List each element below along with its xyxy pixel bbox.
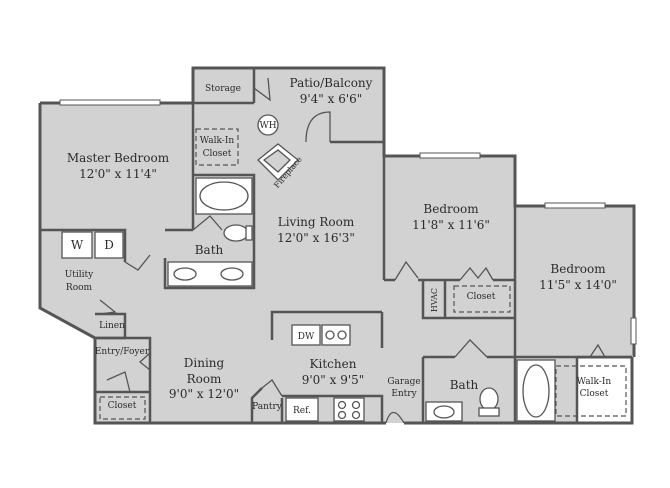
- hvac-label: HVAC: [430, 288, 439, 312]
- fixtures: [61, 114, 556, 422]
- dining-name: Dining: [184, 356, 225, 370]
- utility-room-line1: Utility: [65, 270, 94, 280]
- bedroom-2-dim: 11'8" x 11'6": [412, 218, 490, 232]
- water-heater-label: WH: [259, 121, 276, 131]
- master-bath-label: Bath: [195, 243, 224, 257]
- dishwasher-label: DW: [298, 332, 315, 342]
- dryer-label: D: [104, 238, 114, 252]
- master-bedroom-name: Master Bedroom: [67, 151, 170, 165]
- sink-icon: [321, 324, 351, 346]
- entry-foyer-label: Entry/Foyer: [95, 347, 150, 357]
- washer-icon: [61, 231, 93, 259]
- storage-label: Storage: [205, 84, 241, 94]
- dining-dim: 9'0" x 12'0": [169, 387, 239, 401]
- closet-dashes: [99, 128, 627, 420]
- walkin-closet-1-line2: Closet: [203, 149, 232, 159]
- bedroom-3-name: Bedroom: [550, 262, 606, 276]
- closet-2-label: Closet: [467, 292, 496, 302]
- bedroom-2-name: Bedroom: [423, 202, 479, 216]
- dryer-icon: [94, 231, 124, 259]
- walkin-closet-2-line2: Closet: [580, 389, 609, 399]
- refrigerator-icon: [285, 397, 319, 422]
- garage-entry-line1: Garage: [387, 377, 420, 387]
- bath-2-label: Bath: [450, 378, 479, 392]
- windows: [59, 99, 637, 345]
- door-swings: [99, 77, 606, 424]
- dining-name-line2: Room: [187, 372, 222, 386]
- garage-entry-line2: Entry: [391, 389, 417, 399]
- living-room-dim: 12'0" x 16'3": [277, 231, 355, 245]
- bedroom-3-dim: 11'5" x 14'0": [539, 278, 617, 292]
- patio-dim: 9'4" x 6'6": [300, 92, 363, 106]
- pantry-label: Pantry: [252, 402, 283, 412]
- water-heater-icon: [257, 114, 279, 136]
- linen-label: Linen: [99, 321, 125, 331]
- toilet-2-icon: [479, 387, 499, 411]
- interior-walls: [40, 68, 579, 423]
- kitchen-name: Kitchen: [310, 357, 357, 371]
- kitchen-dim: 9'0" x 9'5": [302, 373, 365, 387]
- walkin-closet-2-line1: Walk-In: [577, 377, 612, 387]
- refrigerator-label: Ref.: [293, 406, 311, 416]
- living-room-name: Living Room: [278, 215, 355, 229]
- walkin-closet-1-line1: Walk-In: [200, 136, 235, 146]
- patio-name: Patio/Balcony: [290, 76, 373, 90]
- entry-closet-label: Closet: [108, 401, 137, 411]
- toilet-icon: [223, 224, 249, 242]
- master-bedroom-dim: 12'0" x 11'4": [79, 167, 157, 181]
- utility-room-line2: Room: [66, 283, 93, 293]
- dishwasher-icon: [291, 324, 321, 346]
- stove-icon: [333, 397, 365, 422]
- washer-label: W: [71, 238, 84, 252]
